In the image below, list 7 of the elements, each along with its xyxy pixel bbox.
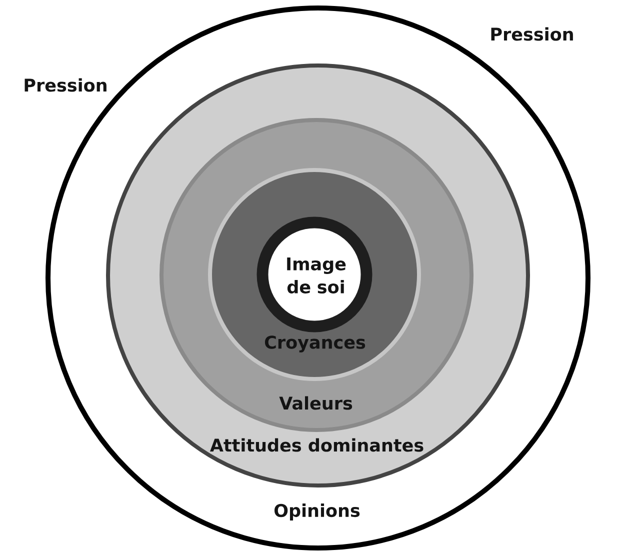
layer-label: Attitudes dominantes: [210, 438, 424, 452]
layer-label: Valeurs: [279, 396, 352, 410]
side-label: Pression: [24, 78, 106, 92]
layer-label: Croyances: [264, 336, 366, 352]
side-label: Pression: [491, 27, 573, 41]
layer-label: Opinions: [274, 504, 360, 520]
layer-label: Image de soi: [287, 257, 346, 294]
